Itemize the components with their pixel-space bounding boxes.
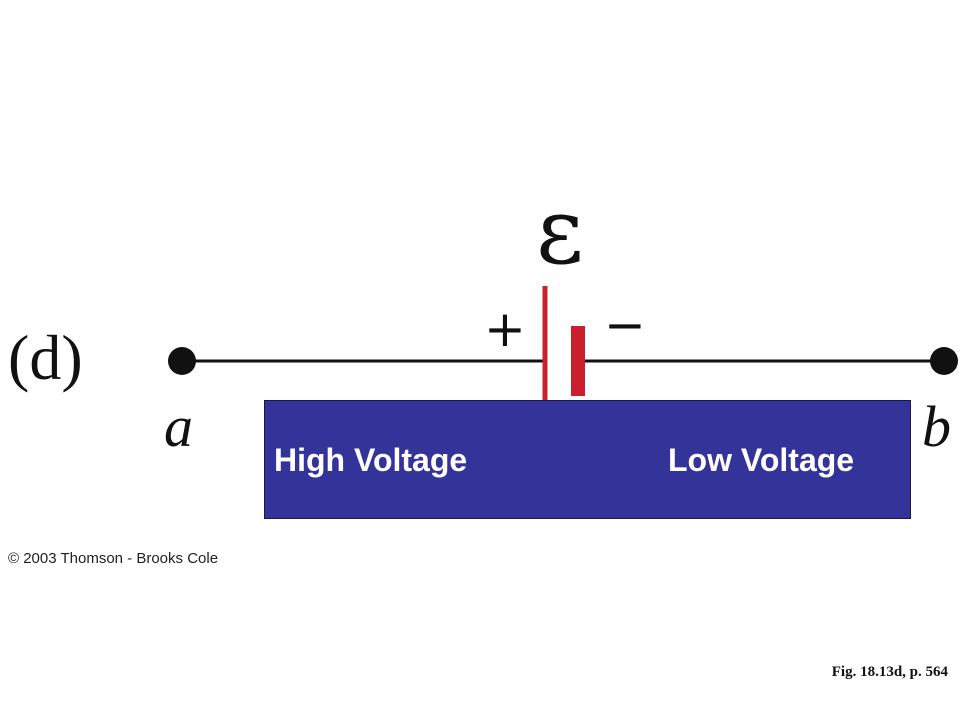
negative-terminal-sign: −: [604, 296, 646, 354]
figure-caption: Fig. 18.13d, p. 564: [831, 664, 948, 680]
positive-terminal-sign: +: [484, 300, 526, 358]
emf-symbol: ε: [536, 178, 584, 285]
battery-negative-plate: [571, 326, 585, 396]
terminal-b-label: b: [922, 394, 951, 459]
low-voltage-label: Low Voltage: [668, 442, 855, 478]
terminal-a-label: a: [164, 394, 193, 459]
voltage-box: [264, 400, 911, 519]
panel-label: (d): [8, 322, 83, 393]
high-voltage-label: High Voltage: [274, 442, 468, 478]
terminal-a-dot: [168, 347, 196, 375]
terminal-b-dot: [930, 347, 958, 375]
copyright-notice: © 2003 Thomson - Brooks Cole: [8, 550, 219, 567]
